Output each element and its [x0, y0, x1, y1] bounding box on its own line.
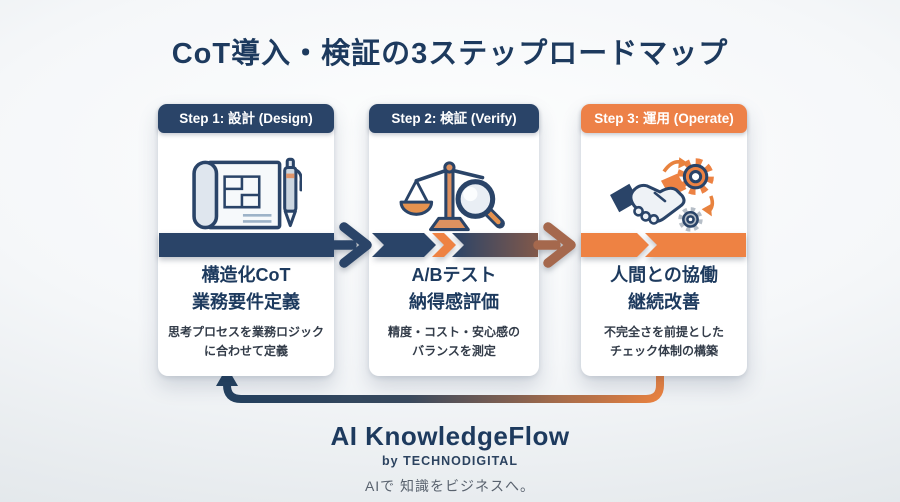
step1-to-step2-arrow-icon [328, 222, 372, 268]
footer: AI KnowledgeFlow by TECHNODIGITAL AIで 知識… [0, 421, 900, 496]
step-card-verify: Step 2: 検証 (Verify) A/Bテスト 納得感評価 精度・コスト・… [369, 104, 539, 376]
scale-magnifier-icon [399, 160, 505, 231]
step1-description: 思考プロセスを業務ロジック に合わせて定義 [167, 325, 324, 358]
step2-to-step3-arrow-icon [533, 222, 576, 268]
step3-description: 不完全さを前提とした チェック体制の構築 [603, 325, 724, 358]
brand-name: AI KnowledgeFlow [330, 421, 570, 451]
step2-heading: A/Bテスト 納得感評価 [409, 265, 499, 312]
brand-byline: by TECHNODIGITAL [382, 454, 518, 468]
brand-tagline: AIで 知識をビジネスへ。 [364, 478, 536, 494]
step1-heading: 構造化CoT 業務要件定義 [192, 265, 300, 312]
step1-header: Step 1: 設計 (Design) [158, 104, 334, 133]
step3-heading: 人間との協働 継続改善 [610, 265, 718, 312]
step-card-operate: Step 3: 運用 (Operate) [581, 104, 747, 376]
step2-description: 精度・コスト・安心感の バランスを測定 [387, 325, 520, 358]
step3-header: Step 3: 運用 (Operate) [581, 104, 747, 133]
step2-header: Step 2: 検証 (Verify) [369, 104, 539, 133]
handshake-gears-icon [610, 156, 715, 232]
blueprint-pen-icon [192, 157, 302, 229]
step-card-design: Step 1: 設計 (Design) 構造化CoT 業務要件定義 思考プロセス… [158, 104, 334, 376]
page-title: CoT導入・検証の3ステップロードマップ [171, 38, 729, 70]
